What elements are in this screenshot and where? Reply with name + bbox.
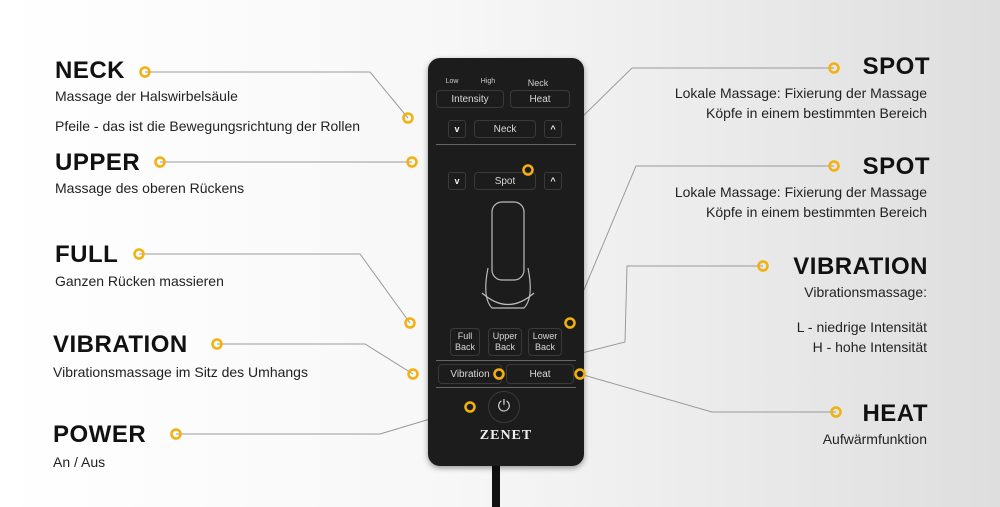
spot-title-1: SPOT bbox=[862, 53, 930, 80]
vibration-low-desc: L - niedrige Intensität bbox=[796, 319, 927, 335]
vibration-left-desc: Vibrationsmassage im Sitz des Umhangs bbox=[53, 364, 308, 380]
full-desc: Ganzen Rücken massieren bbox=[55, 273, 224, 289]
vibration-high-desc: H - hohe Intensität bbox=[812, 339, 927, 355]
lower-back-button[interactable]: Lower Back bbox=[528, 328, 562, 356]
neck-heat-label: Neck bbox=[527, 78, 549, 88]
spot-desc-2a: Lokale Massage: Fixierung der Massage bbox=[674, 184, 927, 200]
heat-title: HEAT bbox=[862, 400, 928, 427]
neck-heat-button[interactable]: Heat bbox=[510, 90, 570, 108]
upper-title: UPPER bbox=[55, 149, 141, 176]
neck-title: NECK bbox=[55, 57, 126, 84]
seat-icon bbox=[481, 201, 535, 309]
spot-desc-1a: Lokale Massage: Fixierung der Massage bbox=[674, 85, 927, 101]
upper-back-button[interactable]: Upper Back bbox=[488, 328, 522, 356]
spot-desc-1b: Köpfe in einem bestimmten Bereich bbox=[706, 105, 927, 121]
vibration-right-title: VIBRATION bbox=[793, 253, 928, 280]
low-indicator: Low bbox=[445, 78, 459, 85]
spot-button[interactable]: Spot bbox=[474, 172, 536, 190]
spot-up-button[interactable]: ^ bbox=[544, 172, 562, 190]
vibration-right-desc: Vibrationsmassage: bbox=[804, 284, 927, 300]
neck-down-button[interactable]: v bbox=[448, 120, 466, 138]
spot-down-button[interactable]: v bbox=[448, 172, 466, 190]
full-title: FULL bbox=[55, 241, 119, 268]
remote-control: Low High Neck Intensity Heat v Neck ^ v … bbox=[428, 58, 584, 466]
full-back-button[interactable]: Full Back bbox=[450, 328, 480, 356]
power-button[interactable]: ⏻ bbox=[488, 391, 520, 423]
spot-desc-2b: Köpfe in einem bestimmten Bereich bbox=[706, 204, 927, 220]
brand-logo: ZENET bbox=[479, 428, 533, 443]
vibration-button[interactable]: Vibration bbox=[438, 364, 502, 384]
power-title: POWER bbox=[53, 421, 147, 448]
heat-button[interactable]: Heat bbox=[506, 364, 574, 384]
intensity-button[interactable]: Intensity bbox=[436, 90, 504, 108]
power-desc: An / Aus bbox=[53, 454, 106, 470]
neck-up-button[interactable]: ^ bbox=[544, 120, 562, 138]
heat-desc: Aufwärmfunktion bbox=[822, 431, 927, 447]
high-indicator: High bbox=[480, 78, 496, 85]
vibration-left-title: VIBRATION bbox=[53, 331, 188, 358]
spot-title-2: SPOT bbox=[862, 153, 930, 180]
neck-desc: Massage der Halswirbelsäule bbox=[55, 88, 238, 104]
neck-button[interactable]: Neck bbox=[474, 120, 536, 138]
neck-desc-arrows: Pfeile - das ist die Bewegungsrichtung d… bbox=[55, 118, 361, 134]
cable bbox=[492, 464, 500, 507]
upper-desc: Massage des oberen Rückens bbox=[55, 180, 245, 196]
